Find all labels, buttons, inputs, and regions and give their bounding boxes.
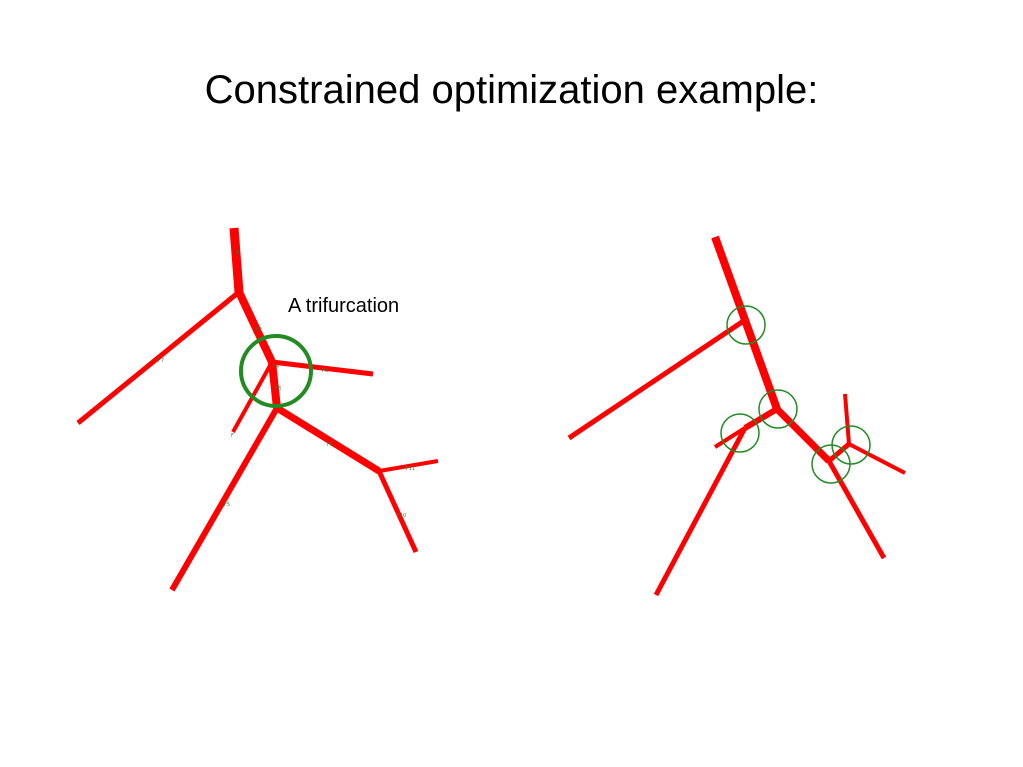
vessel-segment <box>271 359 374 377</box>
vessel-segment <box>653 426 748 597</box>
vessel-segment <box>711 235 749 322</box>
vessel-segment <box>376 469 419 554</box>
segment-label: S <box>236 250 239 256</box>
vessel-segment <box>378 459 439 473</box>
segment-label: F4 <box>273 364 279 370</box>
vessel-segment <box>567 317 747 441</box>
bifurcation-circle <box>726 305 766 345</box>
segment-label: F2 <box>256 327 262 333</box>
vessel-segment <box>76 290 241 425</box>
segment-label: F8 <box>275 386 281 392</box>
bifurcation-circle <box>811 444 851 484</box>
segment-label: F11 <box>406 466 415 472</box>
segment-label: F5 <box>224 502 230 508</box>
segment-label: F3 <box>322 368 328 374</box>
segment-label: F6 <box>327 442 333 448</box>
bifurcation-markers <box>720 305 871 484</box>
vessel-segment <box>268 361 281 409</box>
vessel-segment <box>826 459 887 560</box>
vessel-segment <box>713 426 747 449</box>
segment-label: F10 <box>397 513 406 519</box>
vessel-segment <box>741 318 781 411</box>
vessel-segment <box>229 227 244 293</box>
bifurcation-circle <box>758 389 798 429</box>
left-segment-labels: S F2 F7 F3 F4 F8 F F5 F11 F10 F6 <box>158 250 415 519</box>
vessel-segment <box>774 406 832 464</box>
vessel-segment <box>235 290 276 364</box>
bifurcation-circle <box>720 413 760 453</box>
vessel-segment <box>169 406 280 592</box>
segment-label: F7 <box>158 358 164 364</box>
slide-title: Constrained optimization example: <box>204 68 819 112</box>
trifurcation-circle <box>239 334 313 408</box>
segment-label: F <box>231 433 234 439</box>
right-vessel-tree <box>567 235 906 597</box>
vessel-segment <box>843 393 851 445</box>
trifurcation-label: A trifurcation <box>288 295 399 317</box>
vessel-segment <box>275 405 381 474</box>
vessel-segment <box>848 442 906 475</box>
left-vessel-tree <box>76 227 439 592</box>
vessel-segment <box>827 442 851 463</box>
